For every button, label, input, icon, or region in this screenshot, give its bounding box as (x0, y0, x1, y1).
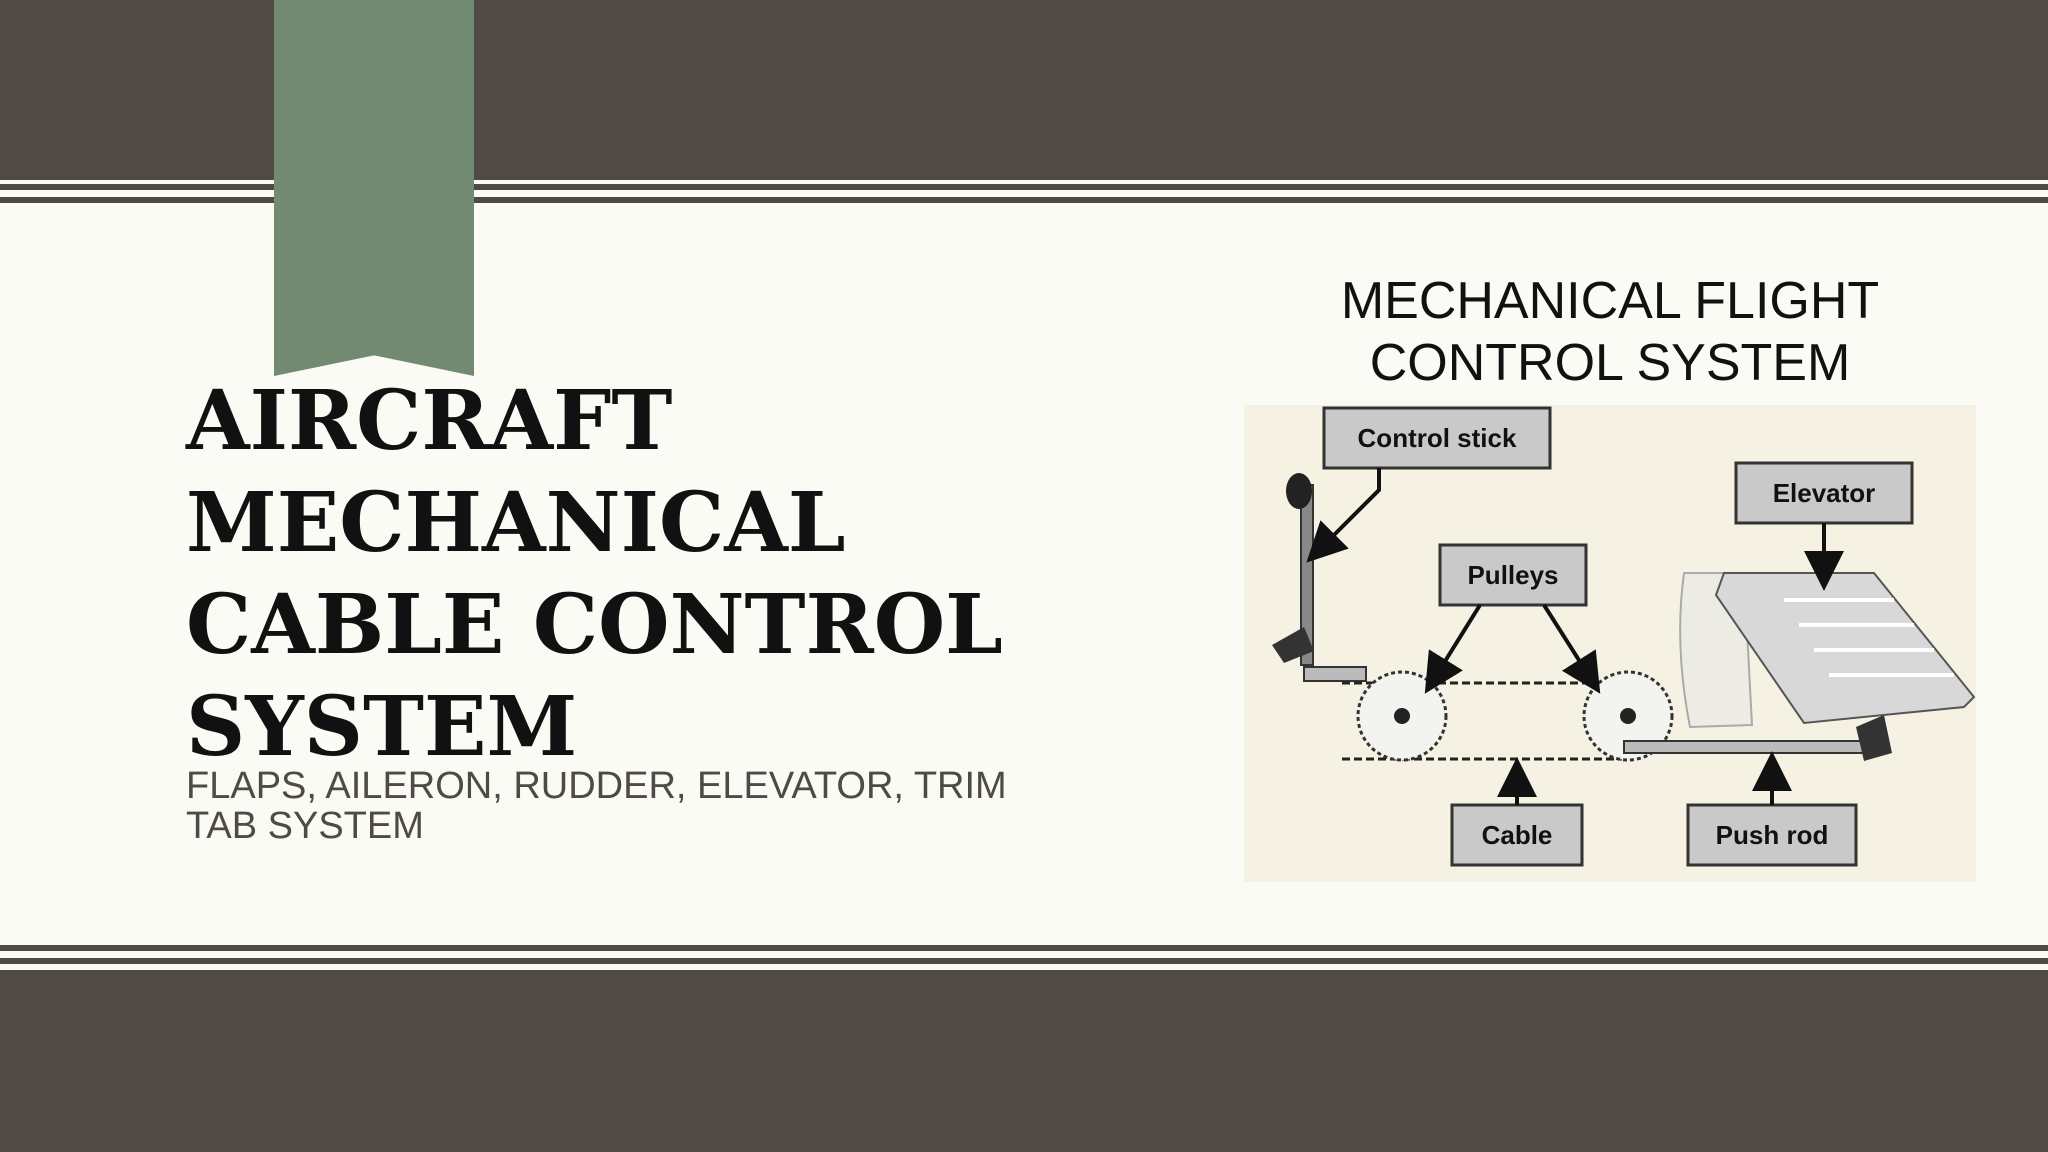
label-cable: Cable (1450, 803, 1584, 867)
slide-subtitle: FLAPS, AILERON, RUDDER, ELEVATOR, TRIM T… (186, 765, 1007, 847)
label-push-rod: Push rod (1686, 803, 1858, 867)
arrow-pulley-left (1424, 603, 1482, 694)
label-cable-text: Cable (1482, 820, 1553, 850)
label-pulleys-text: Pulleys (1467, 560, 1558, 590)
bottom-band (0, 970, 2048, 1152)
arrow-pulley-right (1542, 603, 1601, 694)
slide-title: AIRCRAFT MECHANICAL CABLE CONTROL SYSTEM (186, 370, 1086, 778)
diagram-title-line: MECHANICAL FLIGHT (1340, 272, 1880, 330)
diagram-title-line: CONTROL SYSTEM (1369, 334, 1851, 392)
push-rod-illustration (1623, 715, 1892, 761)
bottom-rule-thin (0, 958, 2048, 964)
elevator-illustration (1679, 572, 1976, 729)
label-push-rod-text: Push rod (1716, 820, 1829, 850)
bookmark-ribbon (274, 0, 474, 376)
bottom-rule-thick (0, 945, 2048, 951)
label-control-stick: Control stick (1322, 406, 1552, 470)
label-control-stick-text: Control stick (1358, 423, 1517, 453)
pulley-right (1582, 670, 1674, 762)
title-line: SYSTEM (186, 679, 578, 775)
label-pulleys: Pulleys (1438, 543, 1588, 607)
arrow-control-stick (1306, 468, 1381, 563)
title-line: AIRCRAFT (186, 373, 673, 469)
title-line: CABLE CONTROL (186, 577, 1003, 673)
top-rule-thick (0, 197, 2048, 203)
diagram-title: MECHANICAL FLIGHT CONTROL SYSTEM (1240, 270, 1980, 394)
pulley-left (1356, 670, 1448, 762)
label-elevator-text: Elevator (1773, 478, 1876, 508)
title-line: MECHANICAL (186, 475, 846, 571)
top-rule-thin (0, 184, 2048, 190)
flight-control-diagram: Control stick Elevator Pulleys Cable Pus… (1244, 405, 1976, 882)
label-elevator: Elevator (1734, 461, 1914, 525)
